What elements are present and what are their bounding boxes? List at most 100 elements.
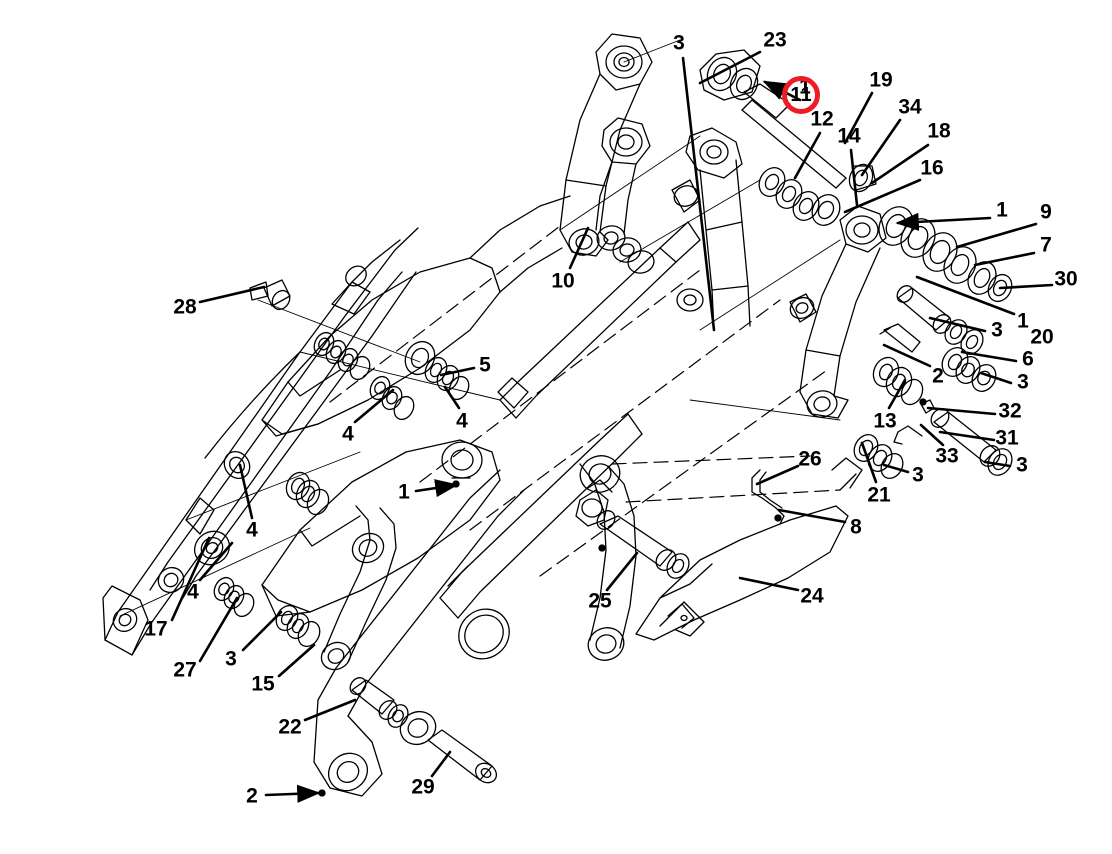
washer-stack-27 [213,576,255,618]
bushing-17 [193,530,231,566]
leader-line [439,366,476,377]
callout-5[interactable]: 5 [479,353,491,377]
callout-12[interactable]: 12 [810,107,834,131]
callout-3[interactable]: 3 [225,647,237,671]
leader-line [926,406,997,416]
callout-23[interactable]: 23 [763,28,787,52]
callout-20[interactable]: 20 [1030,325,1054,349]
leader-line [793,131,822,180]
top-arm [559,33,653,257]
callout-4[interactable]: 4 [342,422,354,446]
centre-cylinder-lower [439,413,643,660]
leader-line [353,388,395,424]
callout-22[interactable]: 22 [278,715,302,739]
pin-25 [575,489,690,579]
leader-line [430,750,452,778]
leader-line [979,371,1013,385]
leader-line [170,536,211,622]
leader-line [955,222,1038,249]
leader-line [605,551,639,592]
callout-32[interactable]: 32 [998,399,1022,423]
callout-10[interactable]: 10 [551,269,575,293]
leader-line [870,143,930,185]
callout-1[interactable]: 1 [1017,309,1029,333]
pin-29 [399,710,498,784]
leader-line [241,610,283,652]
callout-26[interactable]: 26 [798,447,822,471]
washer-stack-4a [313,331,371,381]
washer-stack-4b [369,375,415,421]
leader-line [198,285,266,304]
callout-3[interactable]: 3 [912,463,924,487]
callout-29[interactable]: 29 [411,775,435,799]
leader-line [960,350,1018,363]
leader-line [882,463,910,474]
curved-link-main [579,455,637,661]
leader-line [443,385,461,410]
callout-18[interactable]: 18 [927,119,951,143]
callout-17[interactable]: 17 [144,617,168,641]
callout-24[interactable]: 24 [800,584,824,608]
callout-31[interactable]: 31 [995,426,1019,450]
mid-right-bosses [758,163,877,226]
leader-line [198,596,239,663]
callout-1[interactable]: 1 [398,480,410,504]
top-pin-boss-23 [699,49,761,101]
callout-2[interactable]: 2 [932,364,944,388]
callout-11[interactable]: 11 [790,84,812,106]
leader-line [198,541,234,582]
callout-30[interactable]: 30 [1054,267,1078,291]
right-small-arm [831,457,863,491]
callout-4[interactable]: 4 [246,518,258,542]
right-mid-arm [789,205,887,419]
leader-line [264,784,321,803]
callout-27[interactable]: 27 [173,658,197,682]
right-pin-stack-washers [878,206,1013,303]
callout-28[interactable]: 28 [173,295,197,319]
leader-line [738,576,800,592]
callout-3[interactable]: 3 [1017,370,1029,394]
callout-15[interactable]: 15 [251,672,275,696]
boss-1-centre [441,441,483,488]
callout-9[interactable]: 9 [1040,200,1052,224]
callout-14[interactable]: 14 [837,124,861,148]
bracket-24 [635,505,849,641]
leader-line [860,441,878,484]
leader-line [860,118,902,177]
callout-3[interactable]: 3 [673,31,685,55]
leader-line [238,463,254,520]
callout-34[interactable]: 34 [898,95,922,119]
leader-line [414,479,459,498]
bolt-2 [879,323,921,353]
callout-25[interactable]: 25 [588,589,612,613]
callout-19[interactable]: 19 [869,68,893,92]
centre-body-panel [261,439,501,617]
callout-7[interactable]: 7 [1040,233,1052,257]
callout-3[interactable]: 3 [1016,453,1028,477]
washer-stack-4d [285,471,330,516]
leader-line [849,148,859,207]
callout-1[interactable]: 1 [996,198,1008,222]
callout-6[interactable]: 6 [1022,347,1034,371]
hook-26 [751,469,785,525]
callout-2[interactable]: 2 [246,784,258,808]
top-arm-link [595,117,655,274]
leader-line [998,283,1054,290]
callout-4[interactable]: 4 [187,580,199,604]
leader-line [973,251,1036,267]
leader-line [698,50,762,85]
leader-line [882,343,932,368]
callout-33[interactable]: 33 [935,444,959,468]
callout-21[interactable]: 21 [867,483,891,507]
callout-4[interactable]: 4 [456,409,468,433]
curved-link-15 [320,505,397,671]
callout-8[interactable]: 8 [850,515,862,539]
callout-13[interactable]: 13 [873,409,897,433]
callout-3[interactable]: 3 [991,318,1003,342]
right-bushings-6-3 [941,347,997,392]
pin-22 [349,677,409,728]
callout-16[interactable]: 16 [920,156,944,180]
leader-line [895,212,992,231]
leader-line [843,91,874,145]
centre-cylinder-upper [497,221,701,419]
